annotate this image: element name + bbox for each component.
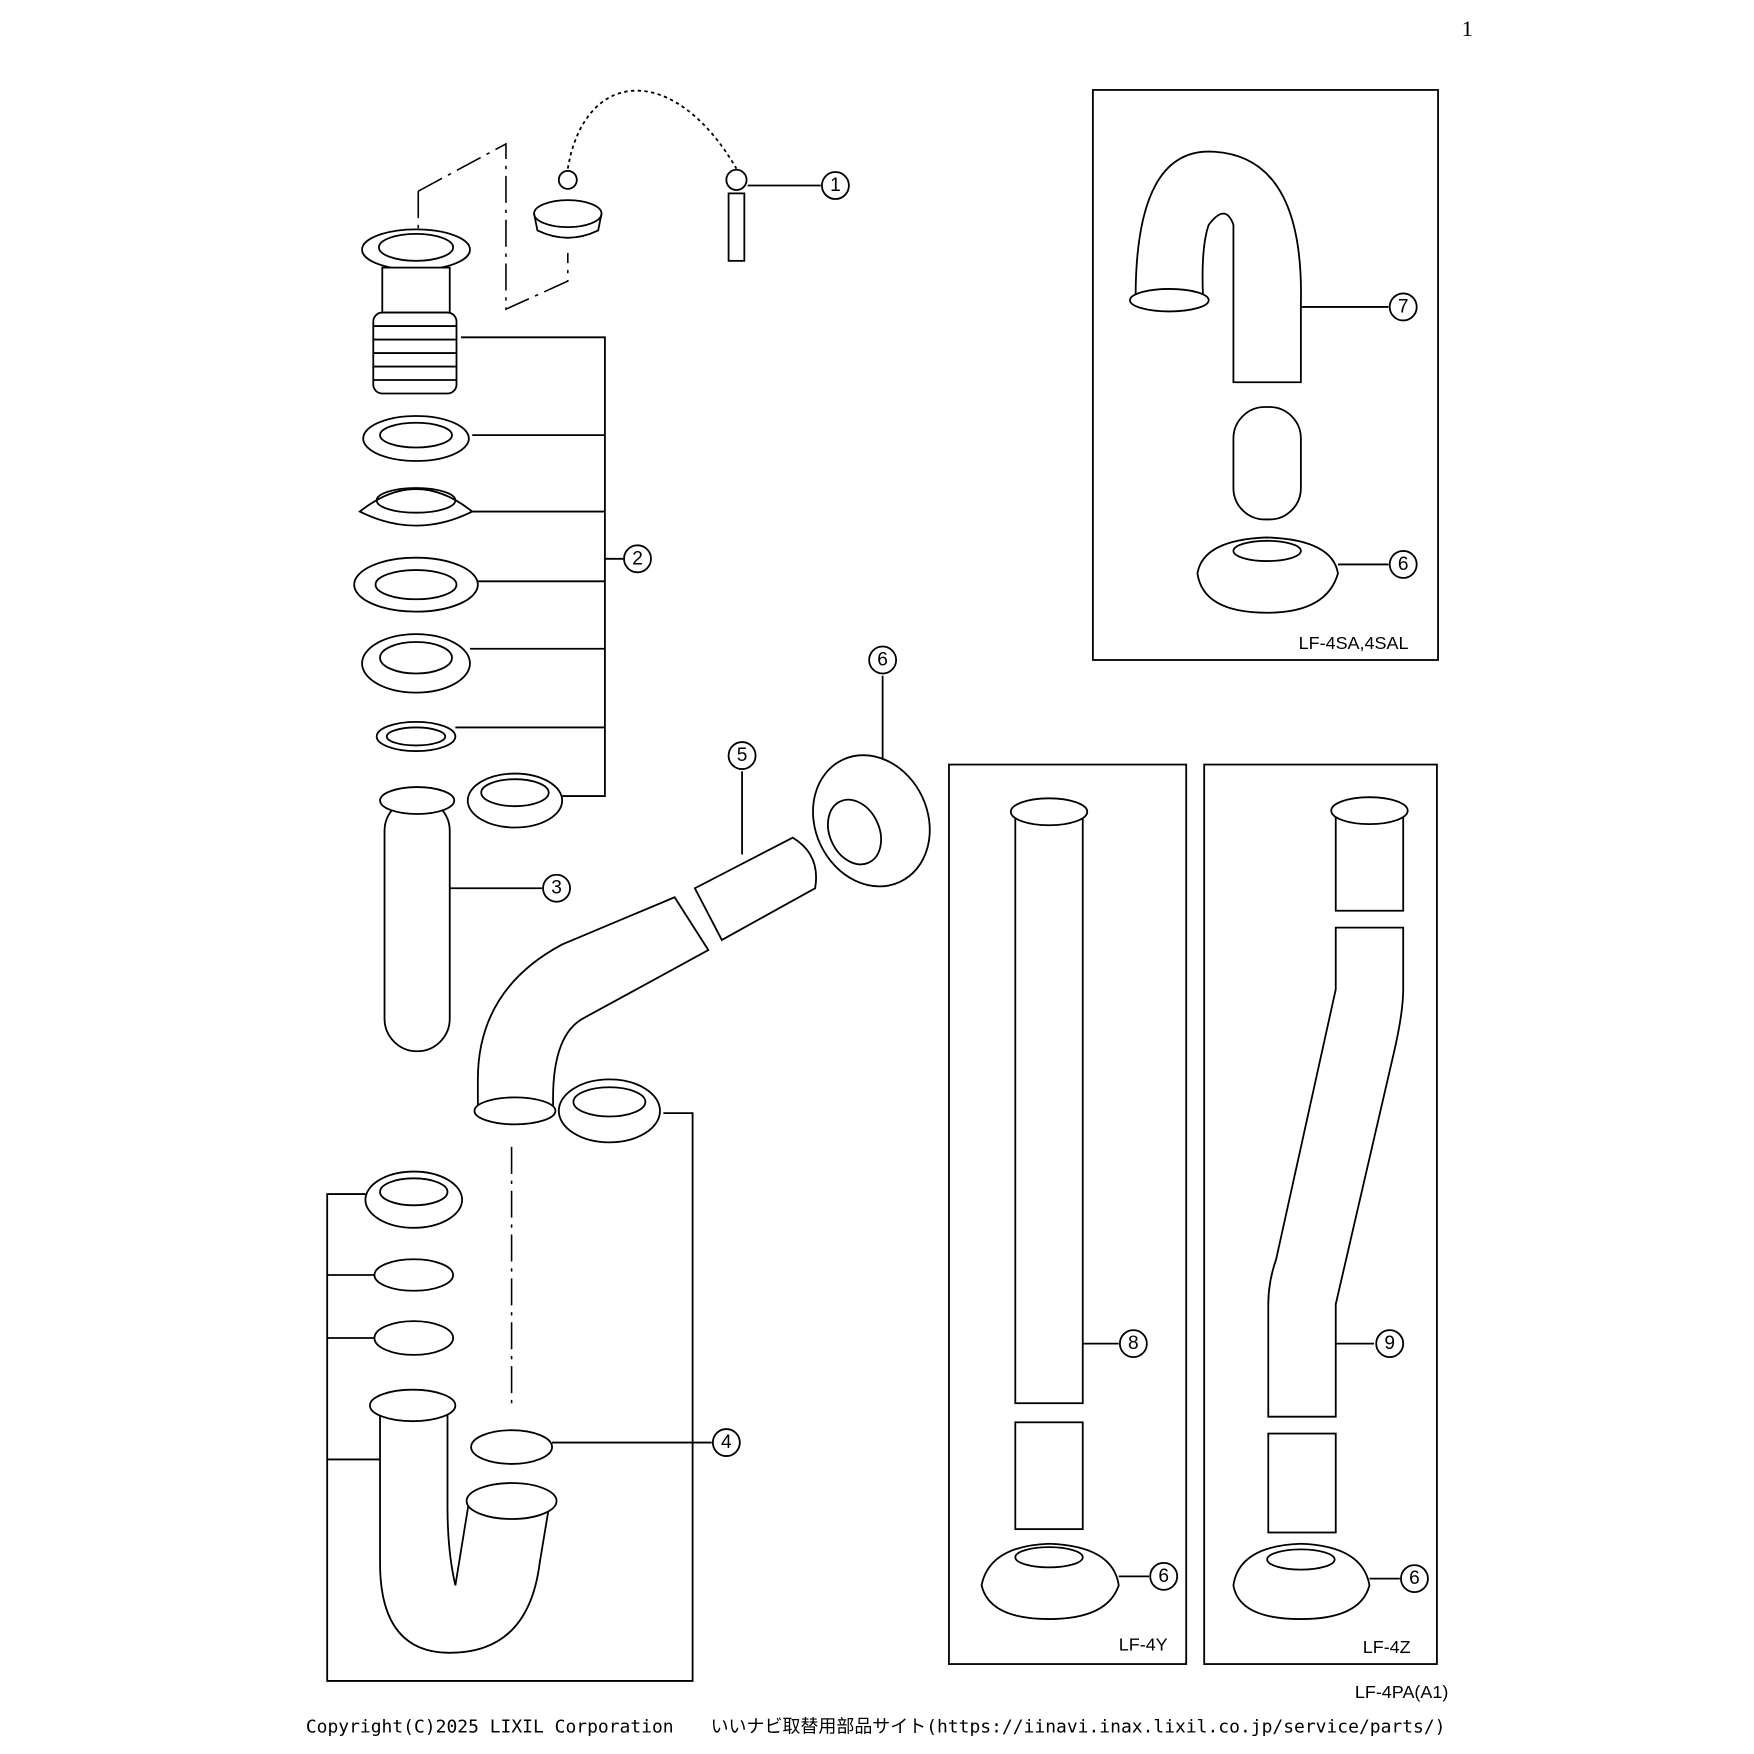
copyright: Copyright(C)2025 LIXIL Corporation [306, 1717, 674, 1738]
svg-text:6: 6 [1398, 554, 1409, 575]
callout-5: 5 [727, 741, 757, 770]
variant-box-lf-4y: LF-4Y [948, 763, 1188, 1665]
drain-assembly-part-2 [353, 228, 625, 829]
callout-4: 4 [711, 1428, 741, 1457]
callout-6-sa: 6 [1388, 550, 1418, 579]
svg-text:6: 6 [877, 649, 888, 670]
page-number: 1 [1462, 16, 1473, 41]
callout-6-y: 6 [1149, 1561, 1179, 1591]
variant-label-z: LF-4Z [1363, 1637, 1411, 1657]
callout-3: 3 [542, 873, 571, 903]
parts-site-link[interactable]: いいナビ取替用部品サイト(https://iinavi.inax.lixil.c… [711, 1717, 1446, 1738]
svg-text:5: 5 [737, 745, 748, 766]
svg-text:6: 6 [1158, 1566, 1169, 1587]
trap-part-4 [326, 1078, 712, 1682]
callout-2: 2 [623, 544, 652, 574]
svg-text:6: 6 [1409, 1568, 1420, 1589]
svg-text:1: 1 [830, 175, 841, 196]
svg-text:3: 3 [551, 878, 562, 899]
callout-7: 7 [1388, 292, 1418, 322]
callouts: 1 2 3 4 5 6 6 6 6 7 8 9 [542, 171, 1429, 1593]
svg-text:2: 2 [632, 548, 643, 569]
svg-text:9: 9 [1384, 1333, 1395, 1354]
variant-box-lf-4z: LF-4Z [1203, 763, 1438, 1665]
model-number: LF-4PA(A1) [1355, 1682, 1449, 1702]
tailpiece-part-3 [379, 786, 542, 1053]
svg-text:8: 8 [1128, 1333, 1139, 1354]
callout-9: 9 [1375, 1329, 1405, 1359]
callout-8: 8 [1118, 1329, 1148, 1359]
variant-label-sa: LF-4SA,4SAL [1299, 633, 1409, 653]
variant-label-y: LF-4Y [1119, 1635, 1168, 1655]
callout-1: 1 [821, 171, 850, 200]
callout-6: 6 [868, 645, 898, 675]
svg-text:4: 4 [721, 1432, 732, 1453]
chain-stopper-part-1 [417, 89, 821, 311]
svg-text:7: 7 [1398, 296, 1409, 317]
wall-pipe-part-5 [473, 675, 931, 1126]
callout-6-z: 6 [1400, 1564, 1429, 1593]
variant-box-lf-4sa: LF-4SA,4SAL [1091, 89, 1439, 661]
